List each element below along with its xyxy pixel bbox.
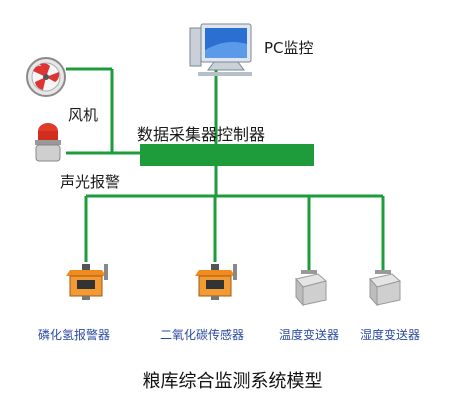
alarm-label: 声光报警: [60, 173, 121, 191]
gas-detector-icon: [195, 264, 237, 300]
fan-label: 风机: [68, 106, 99, 124]
gas-detector-icon: [66, 264, 108, 300]
transmitter-box-icon: [369, 270, 402, 307]
desktop-computer-icon: [189, 23, 252, 76]
strobe-alarm-icon: [35, 123, 61, 162]
connectors: [66, 67, 385, 272]
pc-label: PC监控: [264, 39, 314, 57]
transmitter-box-icon: [295, 270, 328, 307]
diagram-caption: 粮库综合监测系统模型: [142, 371, 323, 392]
device-label-phosphine: 磷化氢报警器: [38, 328, 111, 342]
controller-label: 数据采集器控制器: [137, 125, 266, 144]
device-label-humidity: 湿度变送器: [360, 328, 421, 342]
axial-fan-icon: [26, 57, 66, 97]
controller-bar: [140, 144, 314, 166]
device-label-temperature: 温度变送器: [279, 328, 340, 342]
device-label-co2: 二氧化碳传感器: [160, 328, 245, 342]
